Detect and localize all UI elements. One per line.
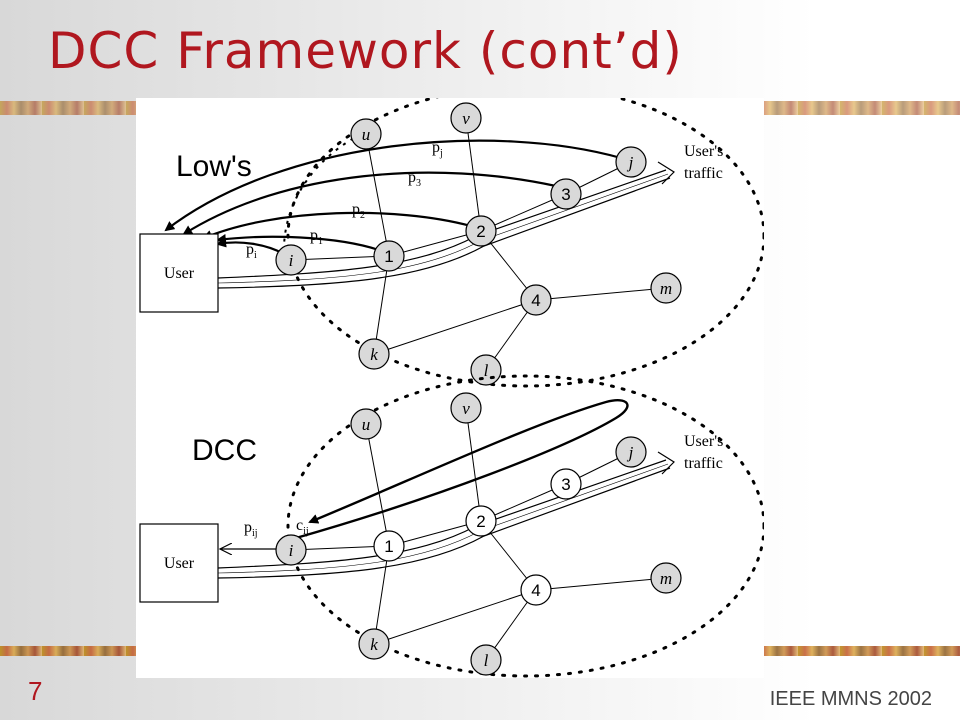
top-node-l: l <box>470 354 502 386</box>
svg-text:l: l <box>484 361 489 380</box>
bottom-diagram-label: DCC <box>192 434 257 467</box>
top-user-label: User <box>164 265 195 282</box>
top-node-1: 1 <box>373 240 405 272</box>
bottom-traffic-path <box>217 451 675 579</box>
svg-text:1: 1 <box>384 537 393 556</box>
top-user-box <box>139 233 219 313</box>
svg-text:i: i <box>289 251 294 270</box>
svg-text:v: v <box>462 399 470 418</box>
bottom-cost-loop-arrow <box>295 399 629 540</box>
top-price-label-p2: p2 <box>352 201 365 221</box>
network-figure: pj p3 p2 p1 pi User Low's User's traffic… <box>136 98 764 678</box>
top-node-2: 2 <box>465 215 497 247</box>
top-price-arrows <box>164 133 622 255</box>
svg-text:3: 3 <box>561 475 570 494</box>
bottom-user-label: User <box>164 555 195 572</box>
top-node-u: u <box>350 118 382 150</box>
bottom-node-3: 3 <box>550 468 582 500</box>
bottom-node-2: 2 <box>465 505 497 537</box>
bottom-node-m: m <box>650 562 682 594</box>
svg-text:4: 4 <box>531 581 540 600</box>
top-diagram-label: Low's <box>176 150 252 183</box>
svg-text:2: 2 <box>476 222 485 241</box>
bottom-node-j: j <box>615 436 647 468</box>
top-price-label-p3: p3 <box>408 169 421 189</box>
svg-text:j: j <box>627 443 634 462</box>
svg-text:j: j <box>627 153 634 172</box>
bottom-domain-boundary <box>286 374 764 678</box>
svg-text:1: 1 <box>384 247 393 266</box>
bottom-cost-label: cij <box>296 517 309 537</box>
top-node-i: i <box>275 244 307 276</box>
bottom-node-1: 1 <box>373 530 405 562</box>
svg-text:4: 4 <box>531 291 540 310</box>
bottom-node-v: v <box>450 392 482 424</box>
svg-text:k: k <box>370 635 378 654</box>
top-price-label-p1: p1 <box>310 227 323 247</box>
bottom-node-4: 4 <box>520 574 552 606</box>
top-traffic-label-line2: traffic <box>684 165 723 182</box>
top-node-m: m <box>650 272 682 304</box>
bottom-diagram: pij cij User DCC User's traffic u v j 3 … <box>139 374 764 678</box>
svg-text:3: 3 <box>561 185 570 204</box>
top-node-4: 4 <box>520 284 552 316</box>
bottom-traffic-label-line2: traffic <box>684 455 723 472</box>
bottom-node-u: u <box>350 408 382 440</box>
bottom-traffic-label-line1: User's <box>684 433 723 450</box>
bottom-price-label: pij <box>244 519 258 539</box>
svg-text:i: i <box>289 541 294 560</box>
top-price-label-pi: pi <box>246 241 257 261</box>
svg-text:2: 2 <box>476 512 485 531</box>
bottom-node-k: k <box>358 628 390 660</box>
slide-title: DCC Framework (cont’d) <box>48 22 683 80</box>
top-diagram: pj p3 p2 p1 pi User Low's User's traffic… <box>139 98 764 388</box>
bottom-node-l: l <box>470 644 502 676</box>
top-traffic-path <box>217 161 675 289</box>
svg-text:m: m <box>660 569 672 588</box>
slide-footer: IEEE MMNS 2002 <box>769 688 932 710</box>
svg-text:v: v <box>462 109 470 128</box>
slide-number: 7 <box>28 676 43 706</box>
bottom-node-i: i <box>275 534 307 566</box>
svg-text:m: m <box>660 279 672 298</box>
top-price-label-pj: pj <box>432 139 443 159</box>
svg-text:u: u <box>362 415 371 434</box>
top-traffic-label-line1: User's <box>684 143 723 160</box>
top-node-3: 3 <box>550 178 582 210</box>
top-node-k: k <box>358 338 390 370</box>
svg-text:k: k <box>370 345 378 364</box>
bottom-user-box <box>139 523 219 603</box>
top-node-j: j <box>615 146 647 178</box>
top-node-v: v <box>450 102 482 134</box>
svg-text:l: l <box>484 651 489 670</box>
svg-text:u: u <box>362 125 371 144</box>
